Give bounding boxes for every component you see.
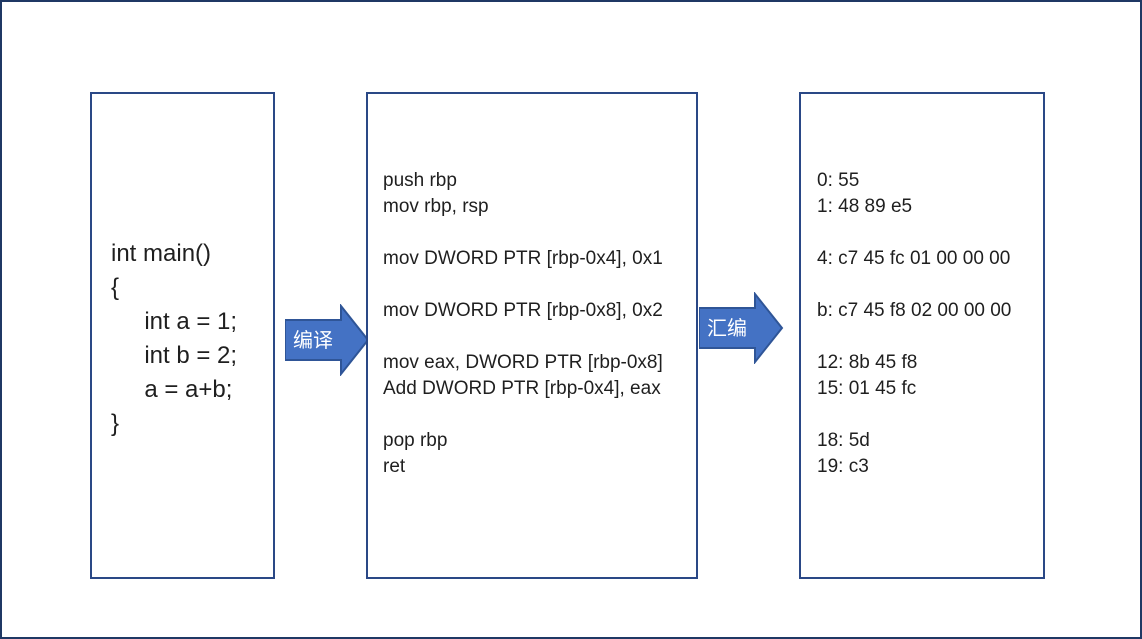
asm-line — [383, 402, 663, 428]
hex-line: b: c7 45 f8 02 00 00 00 — [817, 300, 1012, 321]
compile-arrow: 编译 — [285, 304, 370, 376]
code-line: { — [111, 274, 120, 301]
hex-line — [817, 324, 1011, 350]
assemble-arrow: 汇编 — [699, 292, 784, 364]
asm-line: mov DWORD PTR [rbp-0x8], 0x2 — [383, 300, 663, 321]
asm-line: mov DWORD PTR [rbp-0x4], 0x1 — [383, 248, 663, 269]
assemble-arrow-label: 汇编 — [707, 317, 747, 340]
asm-line: push rbp — [383, 170, 457, 191]
hex-line: 4: c7 45 fc 01 00 00 00 — [817, 248, 1011, 269]
assembly-code: push rbp mov rbp, rsp mov DWORD PTR [rbp… — [383, 168, 663, 480]
c-source-code: int main() { int a = 1; int b = 2; a = a… — [111, 237, 237, 441]
hex-line: 19: c3 — [817, 456, 869, 477]
assembly-box: push rbp mov rbp, rsp mov DWORD PTR [rbp… — [366, 92, 698, 579]
asm-line — [383, 220, 663, 246]
hex-line: 1: 48 89 e5 — [817, 196, 913, 217]
asm-line — [383, 272, 663, 298]
hex-line — [817, 220, 1011, 246]
hex-line — [817, 402, 1011, 428]
hex-line: 0: 55 — [817, 170, 860, 191]
code-line: int b = 2; — [111, 342, 238, 369]
code-line: int main() — [111, 240, 212, 267]
hex-line — [817, 272, 1011, 298]
asm-line: mov rbp, rsp — [383, 196, 489, 217]
right-block-arrow-icon — [699, 292, 784, 364]
code-line: a = a+b; — [111, 376, 233, 403]
code-line: int a = 1; — [111, 308, 238, 335]
hex-line: 12: 8b 45 f8 — [817, 352, 918, 373]
machine-code: 0: 55 1: 48 89 e5 4: c7 45 fc 01 00 00 0… — [817, 168, 1011, 480]
code-line: } — [111, 410, 120, 437]
compile-arrow-label: 编译 — [293, 329, 333, 352]
machine-code-box: 0: 55 1: 48 89 e5 4: c7 45 fc 01 00 00 0… — [799, 92, 1045, 579]
hex-line: 18: 5d — [817, 430, 870, 451]
asm-line — [383, 324, 663, 350]
right-block-arrow-icon — [285, 304, 370, 376]
asm-line: ret — [383, 456, 406, 477]
hex-line: 15: 01 45 fc — [817, 378, 917, 399]
asm-line: Add DWORD PTR [rbp-0x4], eax — [383, 378, 661, 399]
c-source-box: int main() { int a = 1; int b = 2; a = a… — [90, 92, 275, 579]
asm-line: pop rbp — [383, 430, 448, 451]
asm-line: mov eax, DWORD PTR [rbp-0x8] — [383, 352, 663, 373]
